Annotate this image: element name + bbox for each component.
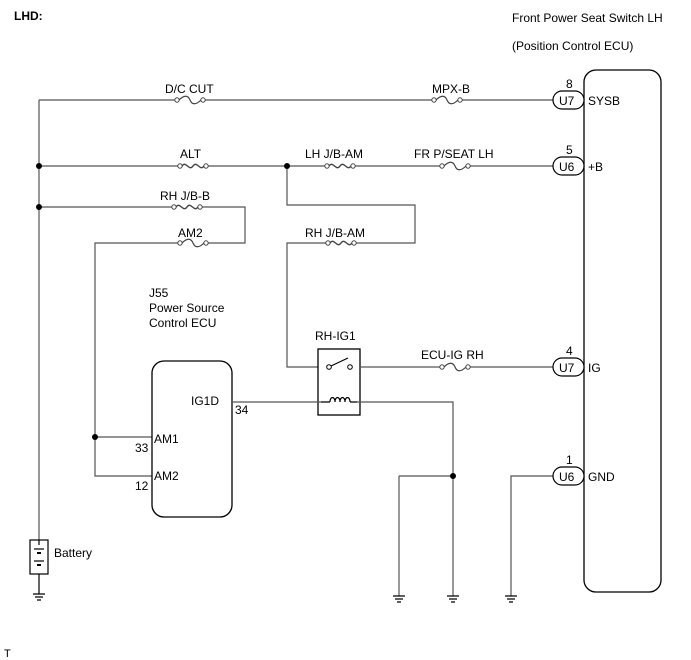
pin-name-am1: AM1 [154, 432, 179, 446]
left-ecu-name-line2: Control ECU [149, 316, 216, 330]
right-ecu-title: Front Power Seat Switch LH [512, 11, 663, 25]
wire-gnd [510, 475, 553, 596]
pin-name-ig: IG [588, 361, 601, 375]
wire-plus-b [39, 165, 553, 368]
left-ecu-code: J55 [149, 286, 169, 300]
fuse-alt [177, 163, 209, 169]
relay-coil-icon [321, 396, 357, 403]
fuse-mpx-b [431, 95, 463, 105]
ground-icon [447, 595, 459, 603]
junction-dot [450, 473, 456, 479]
connector-gnd: 1 U6 GND [552, 453, 615, 486]
front-power-seat-switch-body [583, 69, 662, 593]
relay-label: RH-IG1 [315, 329, 356, 343]
fuse-ecu-ig-rh [439, 362, 471, 372]
fuse-lh-jb-am [324, 163, 356, 169]
fuse-label-ecu-ig-rh: ECU-IG RH [421, 348, 484, 362]
ground-icon [393, 595, 405, 603]
wire-ig1d-coil [232, 401, 454, 596]
pin-num-12: 12 [135, 479, 149, 493]
connector-ig: 4 U7 IG [552, 344, 601, 377]
pin-num-34: 34 [235, 403, 249, 417]
junction-dot [284, 163, 290, 169]
pin-name-gnd: GND [588, 470, 615, 484]
conn-ig: U7 [559, 361, 575, 375]
ground-icon [505, 595, 517, 603]
pin-num-33: 33 [135, 441, 149, 455]
pin-num-gnd: 1 [566, 453, 573, 467]
conn-plus-b: U6 [559, 160, 575, 174]
right-ecu-subtitle: (Position Control ECU) [512, 39, 633, 53]
pin-name-ig1d: IG1D [191, 394, 219, 408]
fuse-label-am2: AM2 [178, 226, 203, 240]
fuse-label-alt: ALT [180, 147, 202, 161]
fuse-label-mpx-b: MPX-B [432, 82, 470, 96]
fuse-label-rh-jb-b: RH J/B-B [160, 189, 210, 203]
relay-rh-ig1 [317, 348, 361, 416]
fuse-rh-jb-b [171, 204, 203, 210]
conn-gnd: U6 [559, 470, 575, 484]
junction-dot [92, 434, 98, 440]
fuse-am2 [177, 238, 209, 248]
fuse-label-fr-pseat-lh: FR P/SEAT LH [414, 147, 494, 161]
left-ecu-name-line1: Power Source [149, 301, 225, 315]
pin-num-ig: 4 [566, 344, 573, 358]
power-source-control-ecu-body [151, 360, 233, 518]
pin-name-plus-b: +B [588, 160, 603, 174]
footer-mark: T [4, 648, 11, 660]
conn-sysb: U7 [559, 94, 575, 108]
junction-dot [36, 163, 42, 169]
ground-icon [33, 593, 45, 601]
connector-plus-b: 5 U6 +B [552, 143, 603, 176]
fuse-rh-jb-am [325, 240, 357, 246]
fuse-dc-cut [174, 95, 206, 105]
pin-name-am2: AM2 [154, 469, 179, 483]
fuse-label-dc-cut: D/C CUT [165, 82, 214, 96]
fuse-fr-pseat-lh [439, 161, 471, 171]
connector-sysb: 8 U7 SYSB [552, 77, 620, 110]
wire-rh-jb-b [39, 206, 246, 477]
fuse-label-rh-jb-am: RH J/B-AM [305, 226, 365, 240]
battery-icon [29, 539, 49, 594]
junction-dot [36, 204, 42, 210]
pin-num-plus-b: 5 [566, 143, 573, 157]
relay-switch [326, 357, 353, 370]
pin-num-sysb: 8 [566, 77, 573, 91]
variant-label: LHD: [14, 9, 43, 23]
pin-name-sysb: SYSB [588, 94, 620, 108]
battery-label: Battery [54, 546, 92, 560]
fuse-label-lh-jb-am: LH J/B-AM [305, 147, 363, 161]
